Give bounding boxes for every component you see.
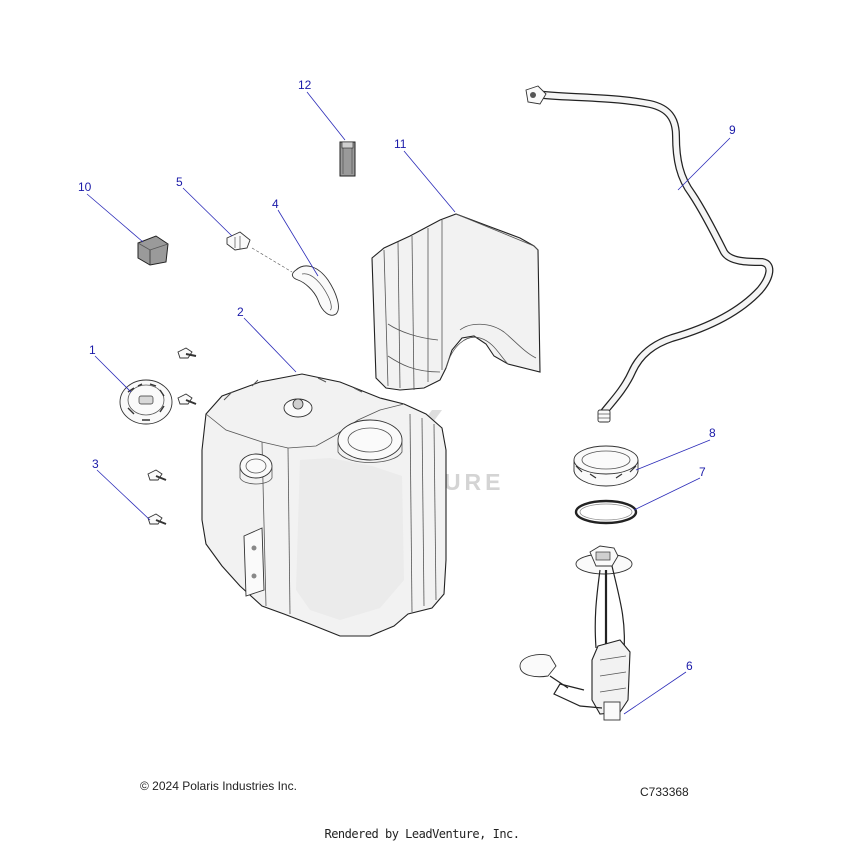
callout-6: 6 — [686, 659, 693, 673]
part-6-fuel-pump[interactable] — [519, 545, 633, 721]
callout-8: 8 — [709, 426, 716, 440]
callout-labels: 12 11 10 5 4 2 1 3 9 8 7 6 — [78, 78, 736, 673]
part-10-block[interactable] — [137, 235, 169, 266]
bolt — [177, 393, 197, 405]
leader-lines — [86, 91, 731, 715]
callout-5: 5 — [176, 175, 183, 189]
callout-10: 10 — [78, 180, 92, 194]
part-1-fuel-cap[interactable] — [119, 379, 173, 425]
part-3-bolts[interactable] — [147, 347, 197, 525]
part-2-fuel-tank[interactable] — [201, 373, 447, 637]
callout-9: 9 — [729, 123, 736, 137]
part-12-filter[interactable] — [339, 141, 356, 177]
part-4-clip[interactable] — [291, 265, 339, 316]
callout-4: 4 — [272, 197, 279, 211]
part-5-connector[interactable] — [226, 231, 293, 273]
callout-2: 2 — [237, 305, 244, 319]
rendered-by-text: Rendered by LeadVenture, Inc. — [324, 827, 520, 841]
bolt — [147, 469, 167, 481]
callout-11: 11 — [394, 137, 407, 151]
part-8-locking-ring[interactable] — [573, 445, 639, 487]
part-7-seal[interactable] — [574, 499, 638, 525]
callout-1: 1 — [89, 343, 96, 357]
callout-12: 12 — [298, 78, 312, 92]
part-9-vent-hose[interactable] — [525, 85, 774, 423]
copyright-text: © 2024 Polaris Industries Inc. — [140, 779, 297, 793]
bolt — [147, 513, 167, 525]
part-11-heat-shield[interactable] — [371, 213, 541, 391]
callout-7: 7 — [699, 465, 706, 479]
diagram-id: C733368 — [640, 785, 689, 799]
bolt — [177, 347, 197, 359]
callout-3: 3 — [92, 457, 99, 471]
